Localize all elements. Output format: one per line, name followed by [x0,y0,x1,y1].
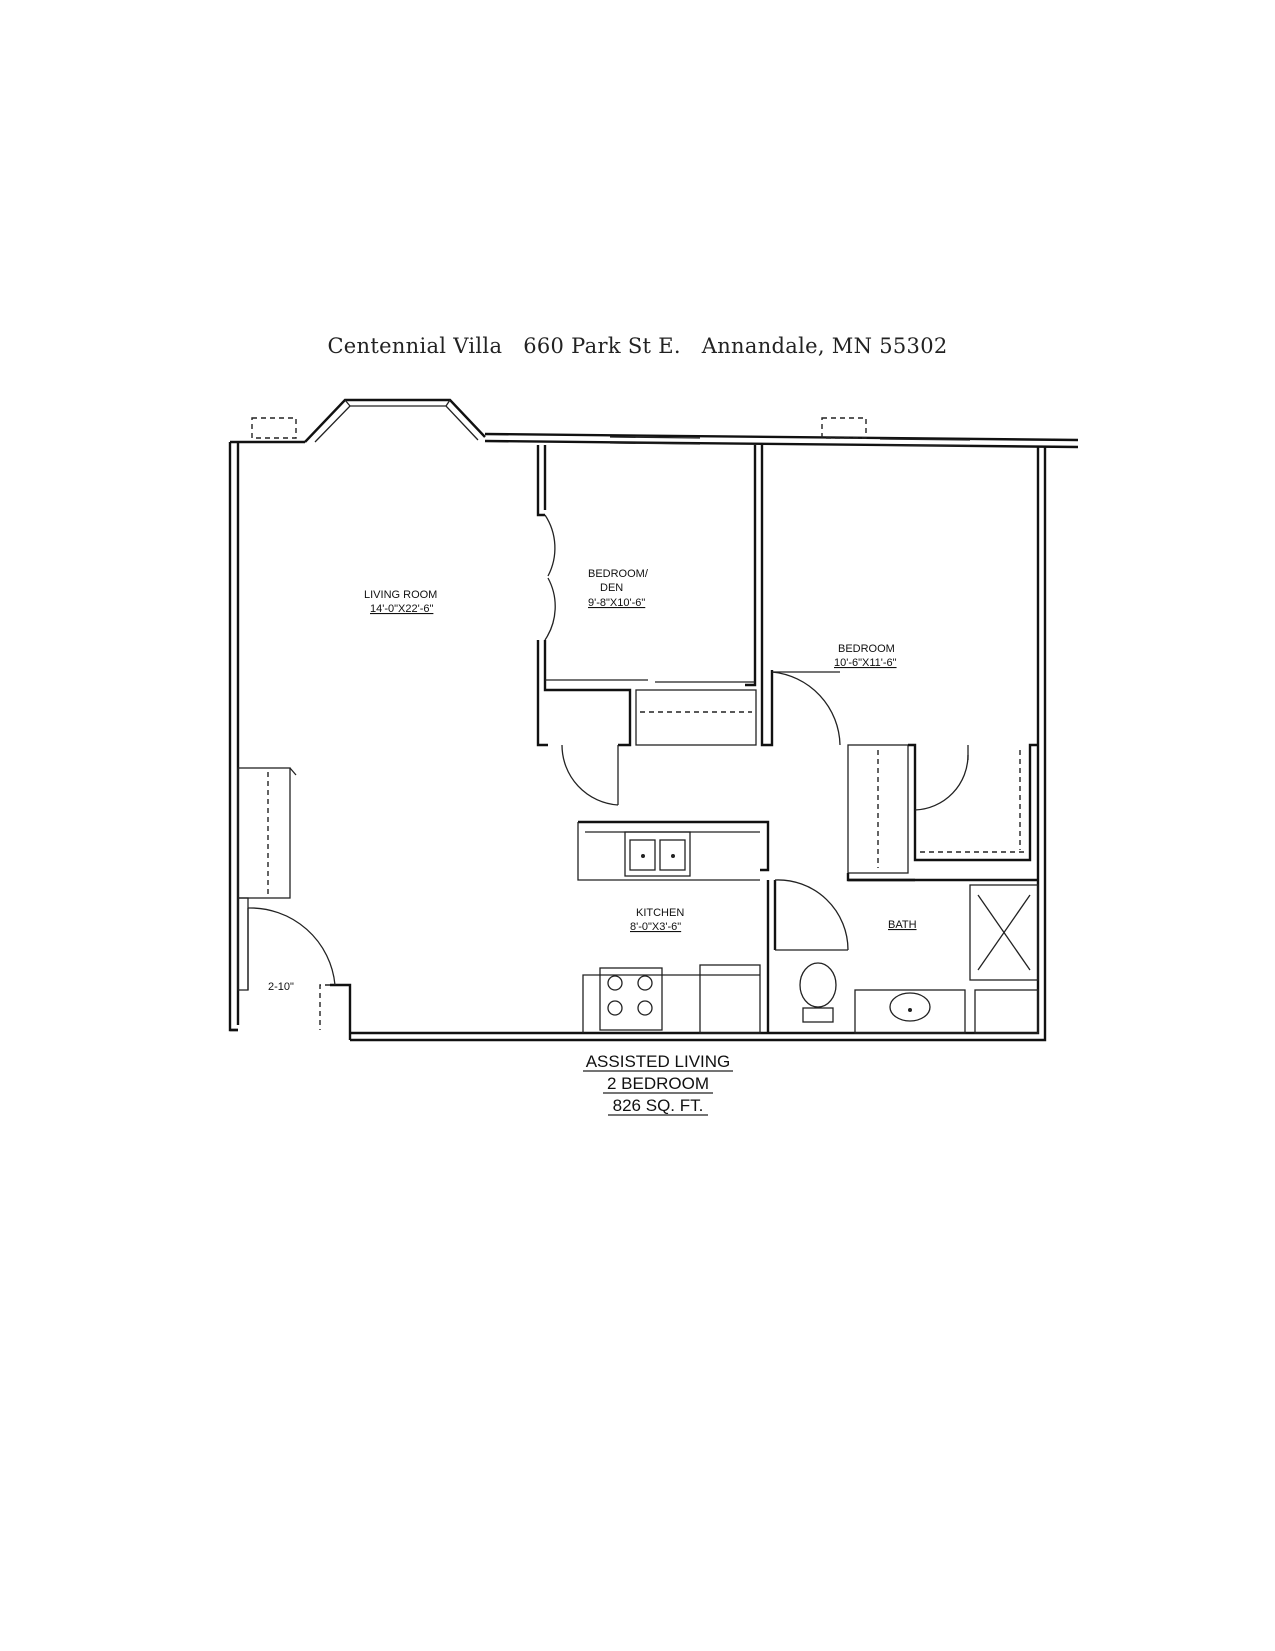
street-address: 660 Park St E. [523,334,681,358]
windows [251,417,971,447]
property-name: Centennial Villa [327,334,503,358]
caption-line1: ASSISTED LIVING [586,1052,731,1071]
city-state-zip: Annandale, MN 55302 [701,334,948,358]
exterior-walls [228,432,1079,1042]
living-room-size: 14'-0"X22'-6" [370,603,433,615]
kitchen-size: 8'-0"X3'-6" [630,921,681,933]
caption-line2: 2 BEDROOM [607,1074,709,1093]
property-address-header: Centennial Villa 660 Park St E. Annandal… [0,334,1275,358]
entry-door: 2-10" [247,907,336,1030]
room-labels: LIVING ROOM 14'-0"X22'-6" BEDROOM/ DEN 9… [364,568,917,933]
bedroom-closets [846,743,1038,882]
left-closet [237,767,297,991]
den-name-line2: DEN [600,582,623,594]
bedroom-name: BEDROOM [838,643,895,655]
bay-window [304,398,486,443]
den-closet [561,689,757,806]
den-walls [536,445,774,747]
bedroom-door [771,671,841,746]
kitchen-name: KITCHEN [636,907,684,919]
den-size: 9'-8"X10'-6" [588,597,645,609]
kitchen-fixtures [577,820,770,1034]
caption-line3: 826 SQ. FT. [613,1096,704,1115]
door-width-label: 2-10" [268,981,294,993]
plan-caption: ASSISTED LIVING 2 BEDROOM 826 SQ. FT. [583,1052,733,1116]
bedroom-size: 10'-6"X11'-6" [834,657,897,669]
bath-walls [766,878,1039,1034]
bath-name: BATH [888,919,917,931]
living-room-name: LIVING ROOM [364,589,437,601]
den-name-line1: BEDROOM/ [588,568,649,580]
